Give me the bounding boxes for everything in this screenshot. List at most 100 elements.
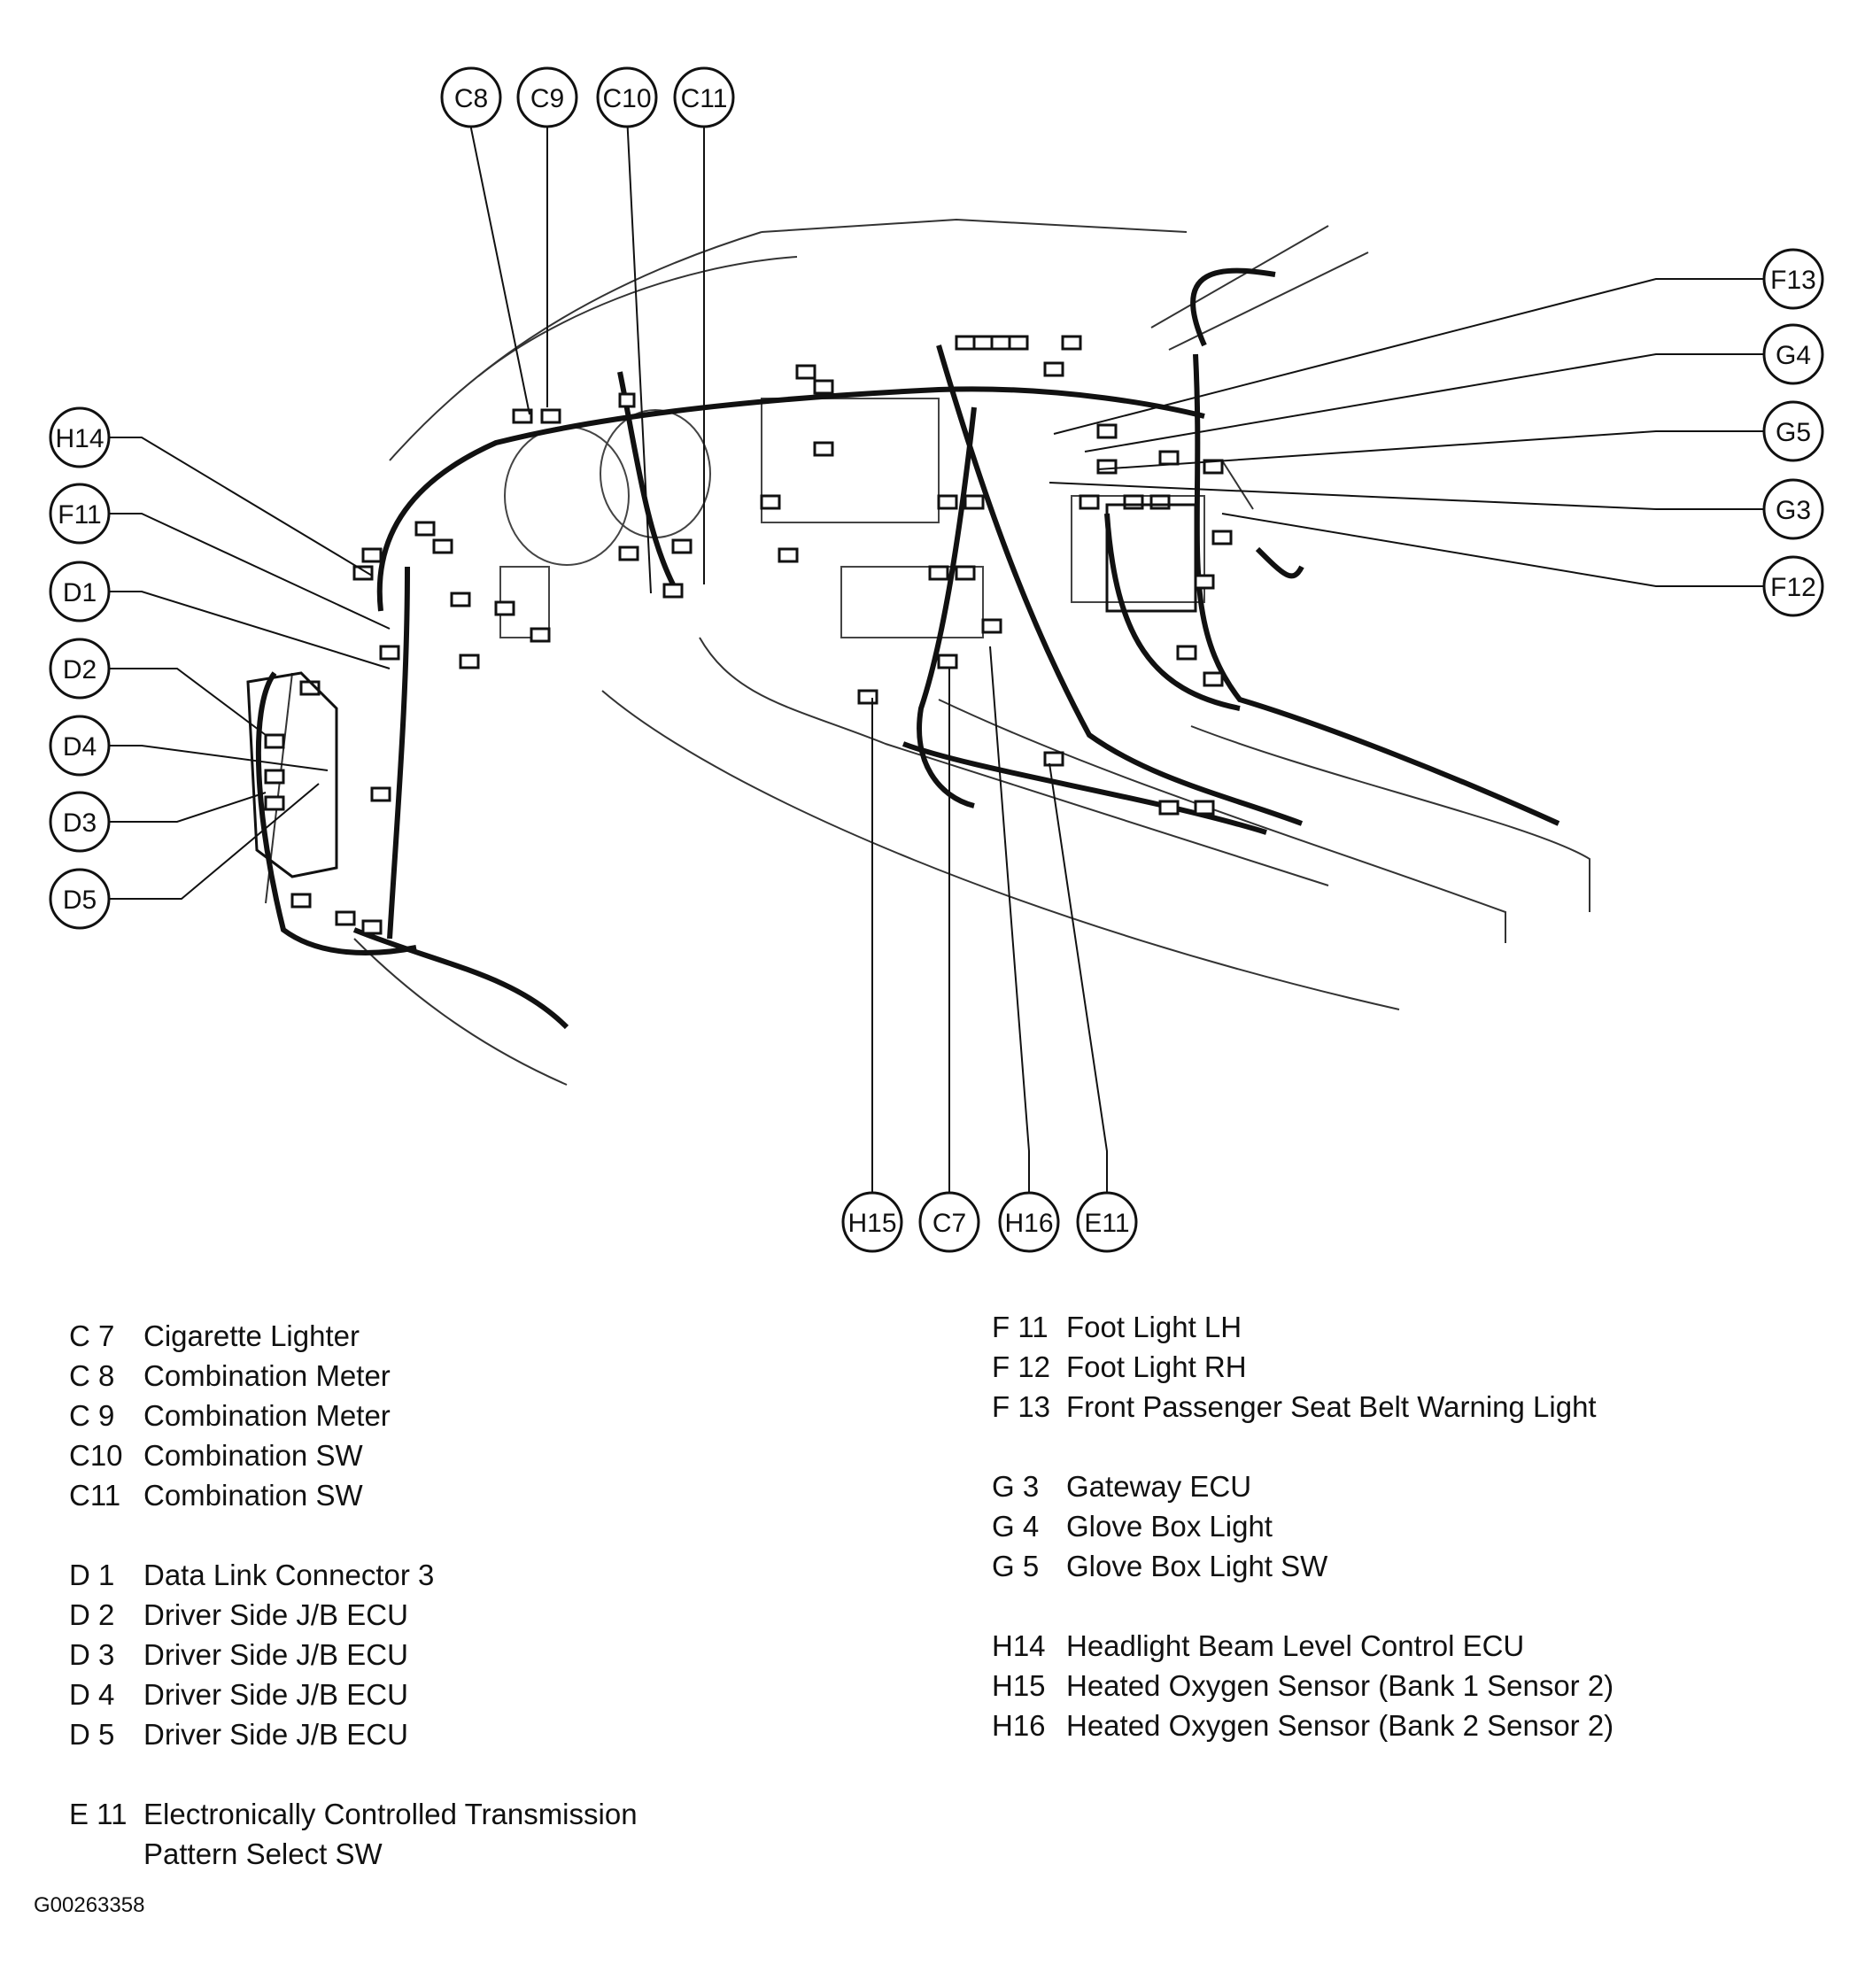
callout-d5: D5 [49,868,111,930]
legend-right: F 11 Foot Light LH F 12 Foot Light RH F 13… [992,1307,1613,1745]
callout-g4: G4 [1762,323,1824,385]
legend-code: E 11 [69,1798,128,1830]
callout-d4: D4 [49,715,111,777]
legend-desc: Gateway ECU [1066,1470,1252,1503]
svg-text:F12: F12 [1770,573,1816,602]
legend-row: H15 Heated Oxygen Sensor (Bank 1 Sensor 2… [992,1666,1613,1706]
legend-code: C10 [69,1439,123,1472]
wiring-diagram: C8 C9 C10 C11 H14 F11 D1 D2 D4 D3 D5 F13… [49,66,1824,1253]
callout-labels: C8 C9 C10 C11 H14 F11 D1 D2 D4 D3 D5 F13… [49,66,1824,1253]
legend-row: G 3 Gateway ECU [992,1466,1613,1506]
svg-text:H14: H14 [55,424,104,453]
legend-row: D 4 Driver Side J/B ECU [69,1675,638,1714]
legend-code: G 3 [992,1470,1040,1503]
legend-desc: Driver Side J/B ECU [143,1598,408,1631]
svg-text:D4: D4 [63,732,97,762]
callout-g5: G5 [1762,400,1824,462]
legend-code: C 8 [69,1359,115,1392]
legend-desc: Cigarette Lighter [143,1319,360,1352]
legend-row: F 12 Foot Light RH [992,1347,1613,1387]
harness-connectors [264,335,1233,935]
legend-row: G 4 Glove Box Light [992,1506,1613,1546]
legend-desc: Heated Oxygen Sensor (Bank 1 Sensor 2) [1066,1669,1614,1702]
legend-desc: Electronically Controlled Transmission [143,1798,638,1830]
callout-h14: H14 [49,406,111,468]
legend-desc: Driver Side J/B ECU [143,1678,408,1711]
legend-desc: Driver Side J/B ECU [143,1718,408,1751]
callout-c8: C8 [440,66,502,128]
svg-text:F11: F11 [58,500,101,530]
svg-text:E11: E11 [1084,1209,1129,1238]
legend-desc: Combination SW [143,1479,363,1512]
callout-c9: C9 [516,66,578,128]
legend-desc: Combination Meter [143,1399,391,1432]
legend-desc: Headlight Beam Level Control ECU [1066,1629,1525,1662]
svg-text:C8: C8 [454,84,488,113]
legend-row: C 9 Combination Meter [69,1396,638,1435]
junction-block [246,503,1197,878]
callout-c11: C11 [673,66,735,128]
callout-d1: D1 [49,561,111,623]
callout-c7: C7 [918,1191,980,1253]
legend-desc: Glove Box Light [1066,1510,1273,1543]
callout-h15: H15 [841,1191,903,1253]
svg-text:D2: D2 [63,655,97,685]
legend-row: C 8 Combination Meter [69,1356,638,1396]
callout-f12: F12 [1762,555,1824,617]
legend-desc: Combination SW [143,1439,363,1472]
legend-row: C11 Combination SW [69,1475,638,1515]
legend-desc: Foot Light LH [1066,1311,1242,1343]
legend-code: D 2 [69,1598,115,1631]
legend-row: D 2 Driver Side J/B ECU [69,1595,638,1635]
callout-h16: H16 [998,1191,1060,1253]
legend-row: F 13 Front Passenger Seat Belt Warning Li… [992,1387,1613,1427]
legend-row: C 7 Cigarette Lighter [69,1316,638,1356]
legend-row: D 5 Driver Side J/B ECU [69,1714,638,1754]
figure-id: G00263358 [34,1893,145,1917]
dashboard-outline [265,218,1590,1086]
svg-text:D1: D1 [63,578,97,607]
legend-code: C 9 [69,1399,115,1432]
legend-code: F 12 [992,1350,1051,1383]
legend-code: D 4 [69,1678,115,1711]
callout-d3: D3 [49,791,111,853]
legend-code: H15 [992,1669,1046,1702]
legend-code: C 7 [69,1319,115,1352]
svg-text:F13: F13 [1770,266,1816,295]
legend-row: E 11 Electronically Controlled Transmissi… [69,1794,638,1834]
callout-f13: F13 [1762,248,1824,310]
svg-text:H15: H15 [847,1209,896,1238]
svg-text:C7: C7 [932,1209,966,1238]
legend-row: H14 Headlight Beam Level Control ECU [992,1626,1613,1666]
legend-code: F 13 [992,1390,1051,1423]
legend-code: G 4 [992,1510,1040,1543]
legend-desc: Glove Box Light SW [1066,1550,1328,1582]
wiring-harness [255,267,1560,1030]
legend-code: H14 [992,1629,1046,1662]
legend-code: F 11 [992,1311,1049,1343]
legend-code: D 3 [69,1638,115,1671]
svg-text:D3: D3 [63,808,97,838]
leader-lines [97,97,1767,1203]
callout-c10: C10 [596,66,658,128]
svg-text:G5: G5 [1776,418,1811,447]
legend-desc-continued: Pattern Select SW [143,1837,383,1870]
svg-text:C9: C9 [530,84,564,113]
svg-text:C10: C10 [602,84,651,113]
legend-code: D 5 [69,1718,115,1751]
legend-row: F 11 Foot Light LH [992,1307,1613,1347]
svg-text:H16: H16 [1004,1209,1053,1238]
legend-desc: Front Passenger Seat Belt Warning Light [1066,1390,1597,1423]
svg-text:G4: G4 [1776,341,1811,370]
callout-g3: G3 [1762,478,1824,540]
svg-text:D5: D5 [63,886,97,915]
legend-desc: Foot Light RH [1066,1350,1247,1383]
legend-row: C10 Combination SW [69,1435,638,1475]
legend-left: C 7 Cigarette Lighter C 8 Combination Mete… [69,1316,638,1874]
legend-code: C11 [69,1479,121,1512]
legend-desc: Combination Meter [143,1359,391,1392]
callout-d2: D2 [49,638,111,700]
